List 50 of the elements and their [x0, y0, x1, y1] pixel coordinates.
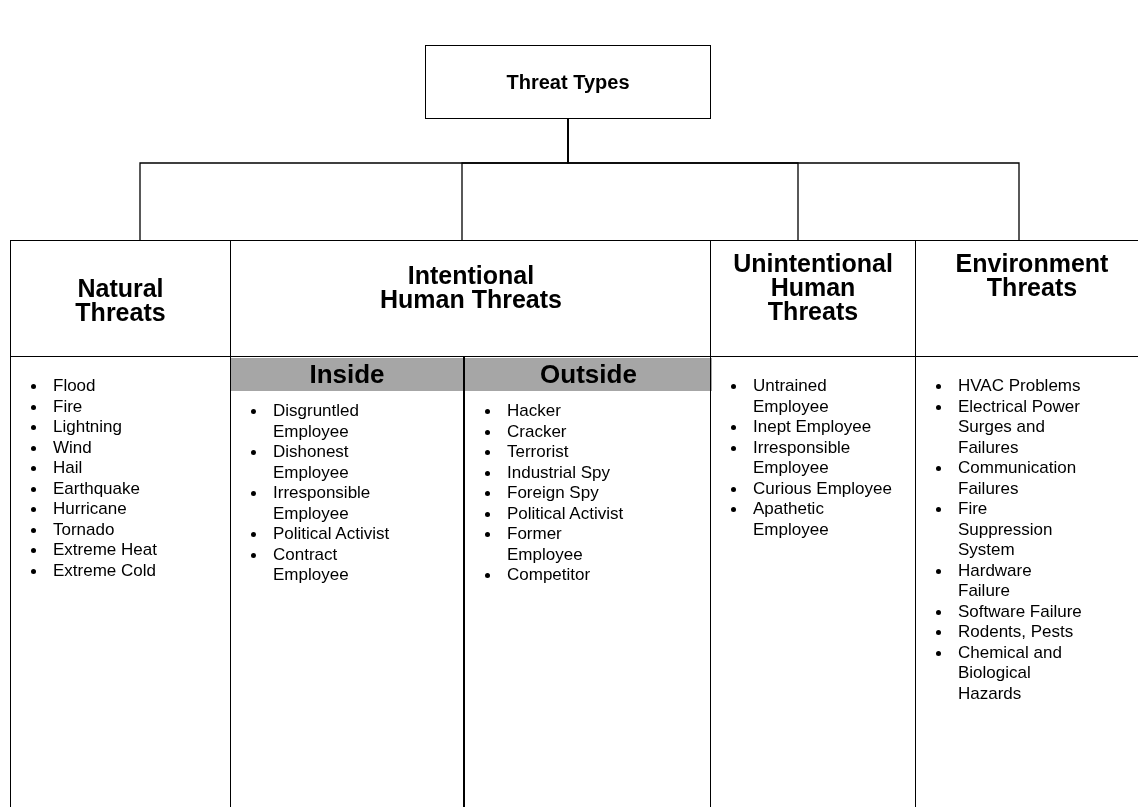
list-item: Wind	[53, 437, 93, 458]
list-item: Tornado	[53, 519, 116, 540]
list-item: Terrorist	[507, 442, 570, 463]
category-column	[915, 240, 1138, 807]
list-item: Extreme Heat	[53, 540, 158, 561]
band-heading: Outside	[465, 358, 712, 391]
band-heading: Inside	[231, 358, 463, 391]
category-column	[10, 240, 230, 807]
list-item: Flood	[53, 376, 97, 397]
list-item: Irresponsible Employee	[273, 483, 372, 524]
list-item: Inept Employee	[753, 417, 873, 438]
list-item: Hacker	[507, 401, 562, 422]
list-item: Electrical Power Surges and Failures	[958, 396, 1081, 458]
box-title: Threat Types	[506, 70, 630, 94]
list-item: Foreign Spy	[507, 483, 600, 504]
list-item: Apathetic Employee	[753, 499, 830, 540]
connector-line	[567, 118, 1020, 241]
column-heading: Intentional Human Threats	[379, 263, 563, 311]
list-item: Irresponsible Employee	[753, 437, 852, 479]
list-item: Untrained Employee	[753, 376, 830, 417]
list-item: Fire	[53, 396, 84, 417]
list-item: Contract Employee	[273, 544, 350, 586]
list-item: Political Activist	[273, 524, 391, 545]
list-item: Fire Suppression System	[958, 499, 1054, 561]
list-item: Lightning	[53, 417, 123, 438]
list-item: Chemical and Biological Hazards	[958, 642, 1063, 704]
list-item: Hardware Failure	[958, 560, 1033, 602]
list-item: Earthquake	[53, 478, 141, 499]
list-item: Disgruntled Employee	[273, 401, 360, 442]
list-item: Software Failure	[958, 601, 1083, 622]
list-item: Curious Employee	[753, 478, 893, 499]
list-item: Former Employee	[507, 524, 584, 565]
category-column	[230, 240, 711, 807]
list-item: Rodents, Pests	[958, 622, 1075, 643]
column-heading: Environment Threats	[954, 251, 1110, 299]
column-heading: Natural Threats	[74, 276, 167, 324]
list-item: Cracker	[507, 421, 568, 442]
root-box	[425, 45, 711, 119]
list-item: HVAC Problems	[958, 376, 1082, 397]
subcategory-column	[463, 356, 712, 807]
category-column	[710, 240, 915, 807]
list-item: Hurricane	[53, 499, 128, 520]
column-heading: Unintentional Human Threats	[732, 251, 894, 323]
list-item: Competitor	[507, 565, 592, 586]
list-item: Industrial Spy	[507, 462, 611, 483]
list-item: Dishonest Employee	[273, 442, 350, 483]
list-item: Extreme Cold	[53, 560, 157, 581]
list-item: Political Activist	[507, 503, 625, 524]
list-item: Hail	[53, 458, 84, 479]
list-item: Communication Failures	[958, 458, 1078, 499]
